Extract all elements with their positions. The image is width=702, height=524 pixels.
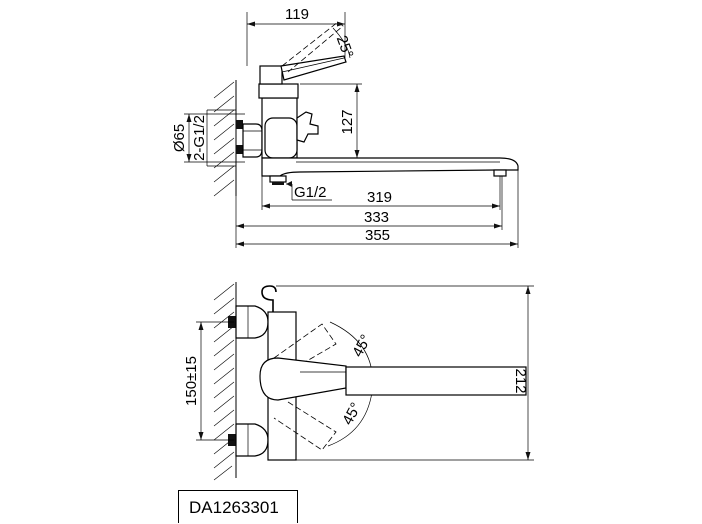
dim-212-label: 212: [512, 368, 529, 393]
model-code: DA1263301: [189, 498, 279, 517]
dim-inlet-thread-label: 2-G1/2: [191, 115, 208, 161]
faucet-side: [242, 21, 519, 185]
dim-150-label: 150±15: [183, 356, 200, 406]
dim-outlet-thread-label: G1/2: [294, 184, 327, 201]
dim-355-label: 355: [365, 227, 390, 244]
dim-333-label: 333: [364, 209, 389, 226]
front-view: 45° 45° 150±15 212: [183, 282, 534, 481]
dim-45deg-lower-label: 45°: [339, 400, 365, 428]
dim-127-label: 127: [339, 109, 356, 134]
dim-diameter-65-label: Ø65: [171, 124, 188, 152]
wall-top-view: [213, 80, 243, 197]
faucet-front: [235, 285, 527, 461]
dim-25deg-label: 25°: [333, 33, 357, 60]
wall-front-view: [213, 282, 237, 481]
dim-45deg-upper-label: 45°: [349, 332, 375, 360]
dim-119-label: 119: [285, 6, 309, 23]
side-view: 119 25° 127 Ø65 2-G1/2: [171, 6, 519, 248]
dimensions-side: 119 25° 127 Ø65 2-G1/2: [171, 6, 519, 248]
model-code-box: DA1263301: [178, 490, 298, 523]
dim-319-label: 319: [367, 189, 392, 206]
